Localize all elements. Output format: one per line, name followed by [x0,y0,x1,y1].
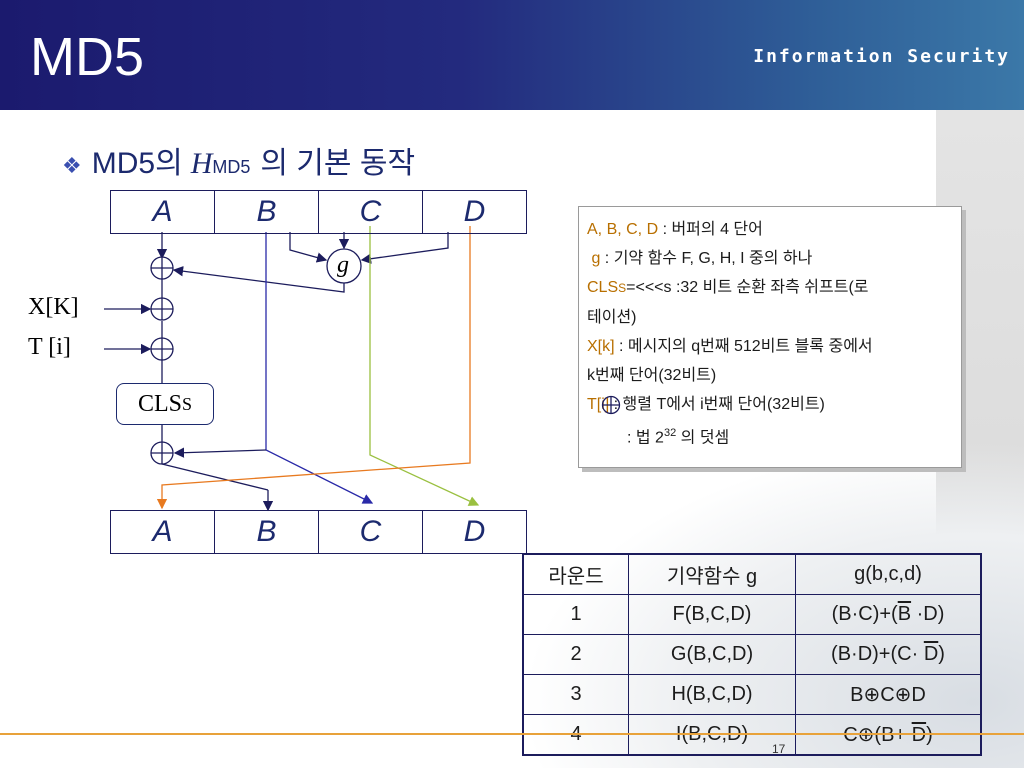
table-cell: (B·C)+(B ·D) [795,594,982,635]
adder-3 [150,337,174,361]
table-header-cell: 라운드 [522,553,629,595]
legend-box: A, B, C, D : 버퍼의 4 단어 g : 기약 함수 F, G, H,… [578,206,962,468]
b-to-g [289,232,328,263]
title-h: H [190,147,213,180]
title-prefix: MD5의 [91,147,183,180]
table-row: 1 F(B,C,D) (B·C)+(B ·D) [522,594,982,635]
footer-line [0,733,1024,735]
cls-label: CLS [137,390,182,417]
header-bar: MD5 Information Security [0,0,1024,110]
legend-line-4b: k번째 단어(32비트) [587,367,717,384]
table-header-cell: g(b,c,d) [795,553,982,595]
adder-2 [150,297,174,321]
legend-line-4: X[k] : 메시지의 q번째 512비트 블록 중에서 [587,338,873,355]
c-line [369,226,480,506]
table-cell: G(B,C,D) [628,634,796,675]
reg-bottom-b: B [214,510,319,554]
table-cell: B⊕C⊕D [795,674,982,715]
legend-line-3b: 테이션) [587,309,637,326]
d-line [156,226,471,510]
legend-line-5: T[i] : 행렬 T에서 i번째 단어(32비트) [587,395,825,415]
g-label: g [337,252,349,278]
legend-line-6: : 법 232 의 덧셈 [627,427,730,447]
header-title: MD5 [30,27,145,87]
g-to-adder [172,266,345,293]
reg-bottom-d: D [422,510,527,554]
table-row: 2 G(B,C,D) (B·D)+(C· D) [522,634,982,675]
reg-top-d: D [422,190,527,234]
d-to-g [360,232,449,264]
table-cell: F(B,C,D) [628,594,796,635]
diamond-bullet-icon: ❖ [62,153,82,178]
xk-label: X[K] [28,294,79,320]
registers-bottom: A B C D [110,510,527,554]
table-cell: 1 [522,594,629,635]
xor-plus-icon [601,395,621,415]
ti-label: T [i] [28,334,71,360]
legend-line-3: CLSS=<<<s :32 비트 순환 좌측 쉬프트(로 [587,279,869,296]
registers-top: A B C D [110,190,527,234]
table-row: 3 H(B,C,D) B⊕C⊕D [522,674,982,715]
table-cell: (B·D)+(C· D) [795,634,982,675]
table-cell: H(B,C,D) [628,674,796,715]
table-header-cell: 기약함수 g [628,553,796,595]
table-header-row: 라운드 기약함수 g g(b,c,d) [522,553,982,595]
reg-top-b: B [214,190,319,234]
legend-line-2: g : 기약 함수 F, G, H, I 중의 하나 [591,250,813,267]
legend-line-1: A, B, C, D : 버퍼의 4 단어 [587,221,763,238]
adder-1 [150,256,174,280]
table-cell: 2 [522,634,629,675]
table-cell: 3 [522,674,629,715]
adder-4 [150,441,174,465]
cls-sub: S [182,393,193,414]
reg-bottom-a: A [110,510,215,554]
reg-top-c: C [318,190,423,234]
reg-top-a: A [110,190,215,234]
slide-title: ❖ MD5의 H MD5 의 기본 동작 [62,138,415,182]
title-sub: MD5 [212,157,251,177]
header-subtitle: Information Security [753,46,1010,67]
rounds-table: 라운드 기약함수 g g(b,c,d) 1 F(B,C,D) (B·C)+(B … [522,553,982,756]
reg-bottom-c: C [318,510,423,554]
page-number: 17 [772,742,786,756]
a-line-6 [161,463,269,491]
b-to-adder4 [173,447,267,458]
title-suffix: 의 기본 동작 [260,147,416,180]
